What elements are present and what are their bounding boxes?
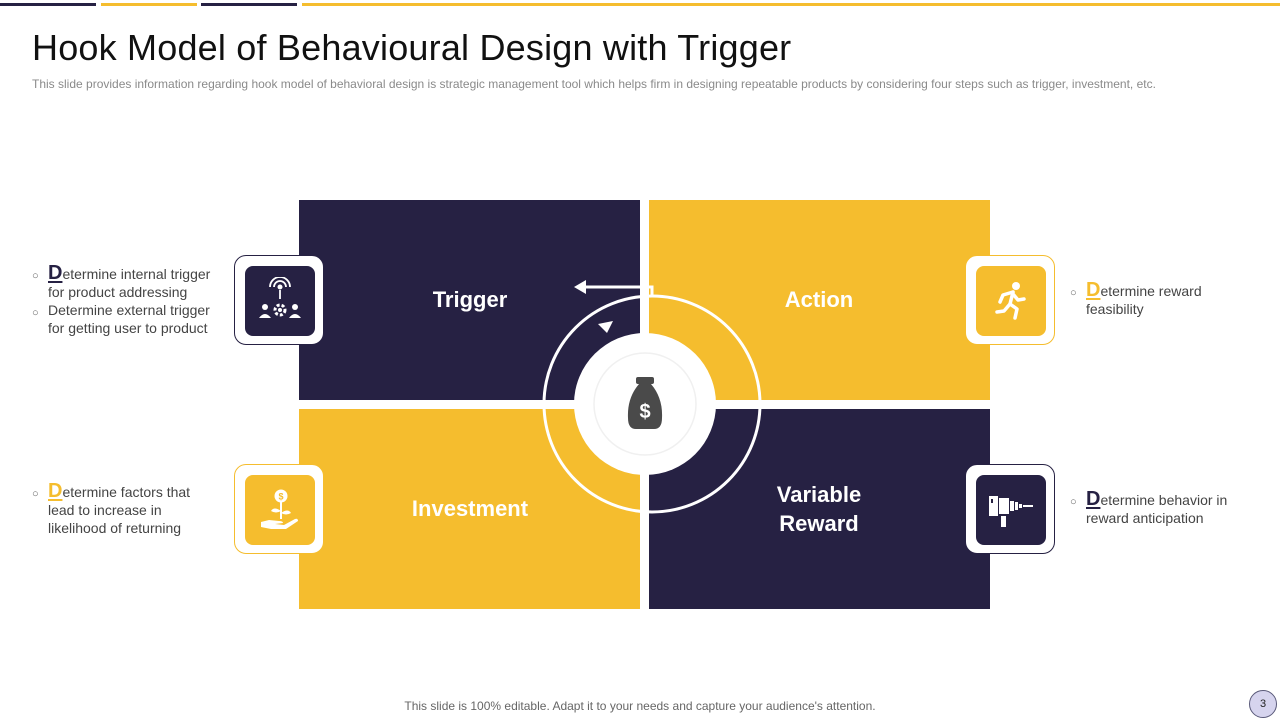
- bullet-text: Determine external trigger: [48, 302, 210, 318]
- top-accent-bar-3: [201, 3, 297, 6]
- bullet-item: ○ Determine internal trigger for product…: [32, 262, 211, 300]
- bullet-text-line2: for getting user to product: [48, 320, 208, 336]
- trigger-arrow-head: [574, 280, 586, 294]
- bullet-text: etermine reward: [1100, 283, 1202, 299]
- bullet-list-reward: ○ Determine behavior in reward anticipat…: [1070, 488, 1260, 527]
- money-bag-icon: [627, 377, 663, 429]
- icon-frame-action: [965, 255, 1055, 345]
- quadrant-label-investment: Investment: [411, 496, 529, 521]
- top-accent-bar-1: [0, 3, 96, 6]
- footer-note: This slide is 100% editable. Adapt it to…: [404, 699, 876, 713]
- ring-arrow-head: [598, 321, 613, 333]
- bullet-text: etermine behavior in: [1100, 492, 1228, 508]
- money-plant-hand-icon: $: [261, 489, 298, 529]
- bullet-text-line2: reward anticipation: [1086, 510, 1204, 526]
- top-accent-bar-4: [302, 3, 1280, 6]
- bullet-item: ○ Determine reward feasibility: [1070, 279, 1202, 317]
- drill-icon: [989, 496, 1033, 527]
- bullet-text-line2: lead to increase in: [48, 502, 162, 518]
- page-subtitle: This slide provides information regardin…: [32, 77, 1156, 91]
- broadcast-team-icon: [259, 277, 301, 318]
- quadrant-label-trigger: Trigger: [432, 287, 508, 312]
- quadrant-reward: [649, 409, 990, 609]
- bullet-initial: D: [48, 480, 63, 502]
- icon-frame-trigger: [234, 255, 324, 345]
- bullet-list-investment: ○ Determine factors that lead to increas…: [32, 480, 232, 537]
- top-accent-bar-2: [101, 3, 197, 6]
- bullet-text-line3: likelihood of returning: [48, 520, 182, 536]
- svg-text:$: $: [278, 492, 283, 502]
- running-person-icon: [995, 282, 1026, 320]
- quadrant-label-action: Action: [784, 287, 854, 312]
- bullet-item: ○ Determine external trigger for getting…: [32, 302, 210, 336]
- bullet-list-action: ○ Determine reward feasibility: [1070, 279, 1260, 318]
- quadrant-label-reward-line2: Reward: [779, 511, 859, 536]
- bullet-text: etermine internal trigger: [62, 266, 211, 282]
- bullet-initial: D: [1086, 279, 1101, 301]
- quadrant-label-reward-line1: Variable: [776, 482, 862, 507]
- bullet-text-line2: for product addressing: [48, 284, 188, 300]
- bullet-list-trigger: ○ Determine internal trigger for product…: [32, 262, 232, 337]
- quadrant-action: [649, 200, 990, 400]
- bullet-item: ○ Determine behavior in reward anticipat…: [1070, 488, 1228, 526]
- quadrant-investment: [299, 409, 640, 609]
- bullet-text: etermine factors that: [62, 484, 191, 500]
- icon-frame-reward: [965, 464, 1055, 554]
- center-inner-ring: [593, 352, 697, 456]
- trigger-arrow-line: [586, 285, 654, 296]
- quadrant-trigger: [299, 200, 640, 400]
- bullet-initial: D: [1086, 488, 1101, 510]
- bullet-initial: D: [48, 262, 63, 284]
- page-number-badge: 3: [1249, 690, 1277, 718]
- page-title: Hook Model of Behavioural Design with Tr…: [32, 27, 792, 68]
- center-dollar-symbol: $: [639, 401, 650, 423]
- icon-frame-investment: $: [234, 464, 324, 554]
- bullet-item: ○ Determine factors that lead to increas…: [32, 480, 191, 536]
- bullet-text-line2: feasibility: [1086, 301, 1144, 317]
- quadrant-label-reward: Variable Reward: [749, 480, 889, 538]
